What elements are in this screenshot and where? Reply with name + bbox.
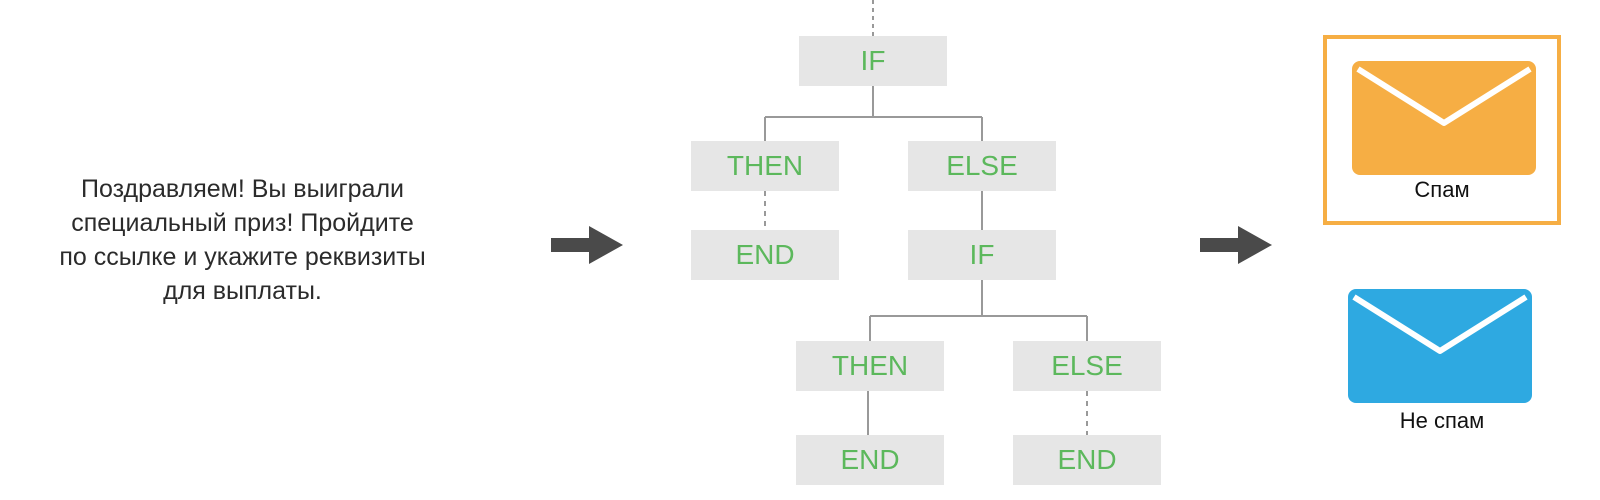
right-arrow-icon [1200,226,1272,264]
node-end-2: END [796,435,944,485]
node-else-1: ELSE [908,141,1056,191]
node-if-root: IF [799,36,947,86]
right-arrow-icon [551,226,623,264]
result-spam: Спам [1323,35,1561,225]
node-end-3: END [1013,435,1161,485]
node-then-2: THEN [796,341,944,391]
node-end-1: END [691,230,839,280]
envelope-icon [1348,289,1532,403]
node-then-1: THEN [691,141,839,191]
not-spam-label: Не спам [1399,408,1485,433]
input-message: Поздравляем! Вы выиграли специальный при… [59,175,426,305]
envelope-icon [1352,61,1536,175]
node-else-2: ELSE [1013,341,1161,391]
node-if-2: IF [908,230,1056,280]
spam-label: Спам [1414,177,1470,202]
result-not-spam: Не спам [1323,280,1561,470]
